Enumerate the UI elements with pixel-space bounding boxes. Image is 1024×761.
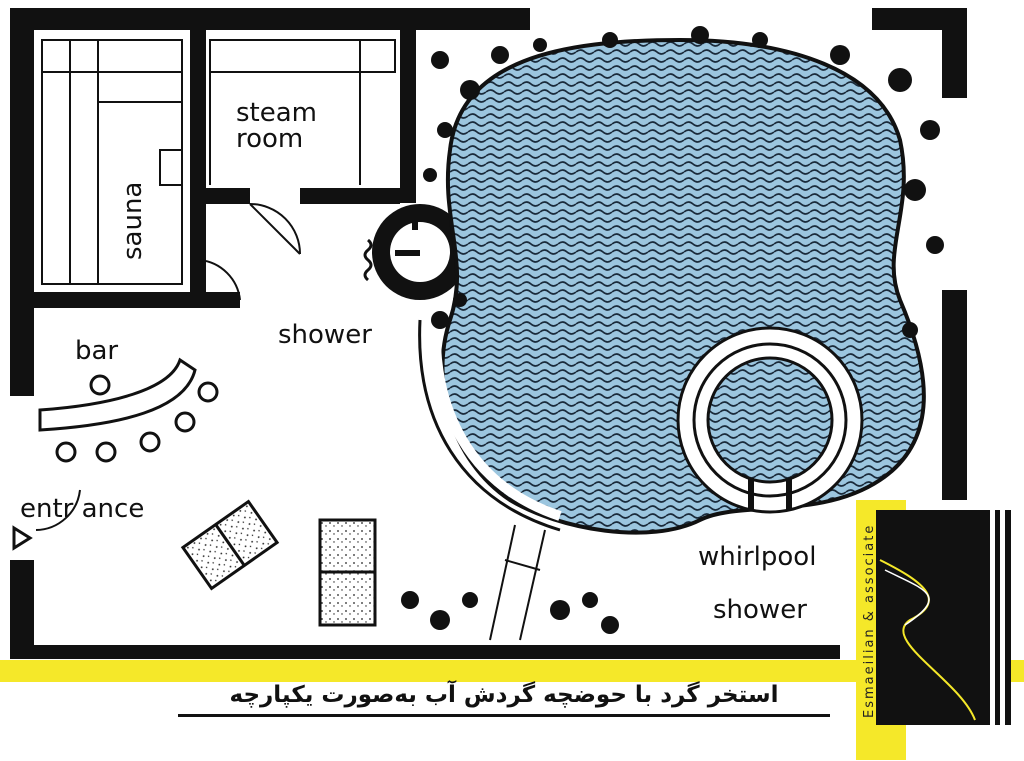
outer-walls (10, 8, 967, 659)
sauna-label: sauna (118, 181, 148, 260)
steam-room-benches (209, 39, 396, 185)
yellow-strip (0, 660, 1024, 682)
whirlpool (676, 326, 864, 514)
shower-label-bottom: shower (713, 595, 807, 625)
entrance-label: entr ance (20, 494, 145, 524)
steam-room-label-line2: room (236, 124, 304, 154)
whirlpool-label: whirlpool (698, 542, 817, 572)
shower-label-center: shower (278, 320, 372, 350)
sauna-benches (41, 39, 183, 285)
bar-counter (38, 357, 219, 463)
foliage (401, 26, 944, 634)
steam-room-label-line1: steam (236, 98, 317, 128)
entrance-arrow (12, 525, 33, 551)
loungers (180, 499, 377, 627)
bar-label: bar (75, 336, 119, 366)
persian-caption: استخر گرد با حوضچه گردش آب به‌صورت یکپار… (178, 682, 830, 717)
interior-walls (30, 28, 416, 308)
pool-steps (489, 524, 546, 641)
brand-box (856, 500, 1011, 760)
doors (35, 203, 301, 531)
brand-name: Esmaeilian & associate (862, 523, 877, 718)
shower-unit (363, 204, 468, 300)
